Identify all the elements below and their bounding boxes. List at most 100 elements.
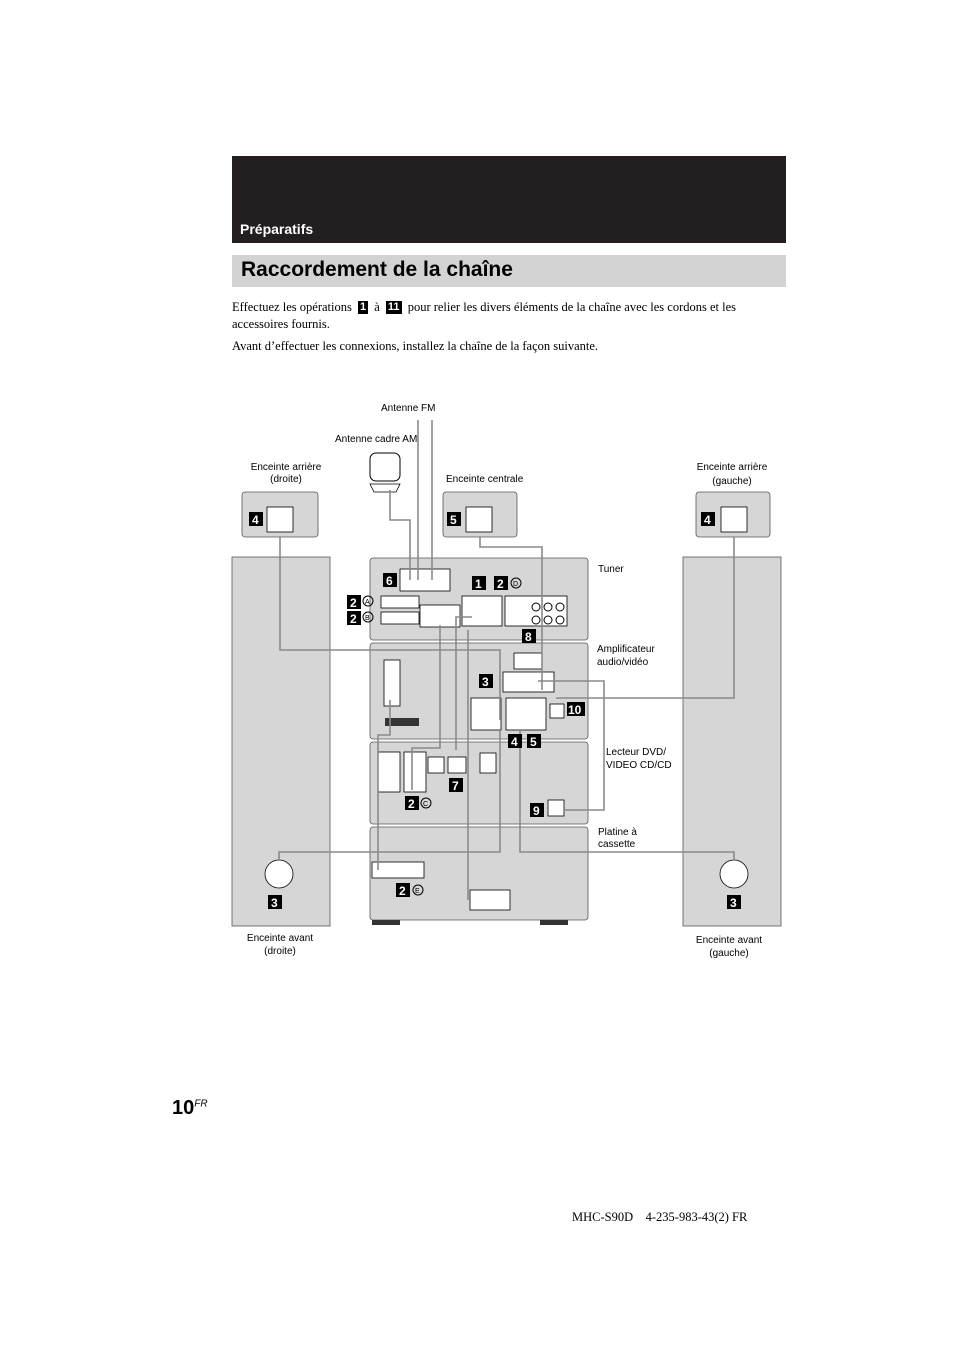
step-badge-3-front-right: 3 [268, 895, 282, 910]
footer-code: MHC-S90D 4-235-983-43(2) FR [572, 1210, 748, 1224]
front-right-cable [278, 730, 501, 860]
label-front-right-2: (droite) [264, 946, 296, 957]
rear-right-cable [279, 537, 501, 720]
rear-left-terminal [720, 506, 748, 533]
svg-text:4: 4 [511, 735, 518, 749]
step-badge-3-front-left: 3 [727, 895, 741, 910]
intro-paragraph: Effectuez les opérations 1 à 11 pour rel… [232, 299, 786, 333]
label-amp-1: Amplificateur [597, 644, 655, 655]
center-terminal [465, 506, 493, 533]
step-badge-8: 8 [522, 629, 536, 644]
dvd-link-cable [455, 616, 472, 750]
label-dvd-2: VIDEO CD/CD [606, 760, 672, 771]
am-antenna-cable [389, 490, 411, 580]
page-number: 10FR [172, 1097, 208, 1120]
dvd-jack-2 [447, 756, 467, 774]
dvd-socket-2 [403, 751, 427, 793]
jack-icon [543, 615, 553, 625]
amp-socket [383, 659, 401, 707]
circle-label-e: E [412, 884, 424, 896]
label-rear-right-1: Enceinte arrière [251, 462, 322, 473]
svg-text:2: 2 [350, 612, 357, 626]
cassette-socket [371, 861, 425, 879]
svg-text:2: 2 [497, 577, 504, 591]
step-badge-4-amp: 4 [508, 734, 522, 749]
svg-text:2: 2 [399, 884, 406, 898]
page-number-value: 10 [172, 1097, 195, 1119]
title-bar [232, 255, 786, 287]
intro-text-2: à [374, 300, 380, 314]
jack-icon [531, 602, 541, 612]
center-cable [479, 537, 543, 690]
svg-text:7: 7 [452, 779, 459, 793]
step-badge-2-e: 2 [396, 883, 410, 898]
label-antenne-fm: Antenne FM [381, 403, 435, 414]
setup-paragraph: Avant d’effectuer les connexions, instal… [232, 339, 599, 353]
label-rear-left-1: Enceinte arrière [697, 462, 768, 473]
svg-text:2: 2 [408, 797, 415, 811]
svg-text:A: A [365, 599, 370, 606]
label-rear-right-2: (droite) [270, 474, 302, 485]
label-front-left-1: Enceinte avant [696, 935, 762, 946]
jack-icon [555, 615, 565, 625]
circle-label-d: D [510, 577, 522, 589]
step-badge-2-d: 2 [494, 576, 508, 591]
svg-text:9: 9 [533, 804, 540, 818]
svg-text:B: B [365, 615, 370, 622]
step-badge-5-center: 5 [447, 512, 461, 527]
cassette-port [469, 889, 511, 911]
tuner-connector [419, 604, 461, 628]
section-label: Préparatifs [240, 221, 314, 237]
label-front-left-2: (gauche) [709, 948, 748, 959]
antenna-terminals [399, 568, 451, 592]
label-center: Enceinte centrale [446, 474, 524, 485]
label-antenne-am: Antenne cadre AM [335, 434, 417, 445]
svg-text:2: 2 [350, 596, 357, 610]
label-cassette-1: Platine à [598, 827, 637, 838]
tuner-port-block [461, 595, 503, 627]
dvd-jack-1 [427, 756, 445, 774]
amp-connector [385, 718, 419, 726]
label-cassette-2: cassette [598, 839, 636, 850]
socket-b [380, 611, 420, 625]
header-band [232, 156, 786, 243]
circle-label-b: B [362, 611, 374, 623]
svg-text:4: 4 [704, 513, 711, 527]
label-amp-2: audio/vidéo [597, 657, 649, 668]
amp-label-plate [502, 671, 555, 693]
dvd-ac-socket [547, 799, 565, 817]
step-badge-2-a: 2 [347, 595, 361, 610]
amp-port-8 [513, 652, 543, 670]
label-tuner: Tuner [598, 564, 624, 575]
dvd-socket-1 [377, 751, 401, 793]
front-speaker-terminals [470, 697, 502, 731]
svg-text:E: E [415, 888, 420, 895]
system-cable-c [411, 625, 441, 790]
intro-text-1: Effectuez les opérations [232, 300, 352, 314]
step-badge-6: 6 [383, 573, 397, 588]
system-cable-e [377, 700, 391, 870]
step-first-badge: 1 [357, 301, 369, 314]
svg-text:1: 1 [475, 577, 482, 591]
svg-text:6: 6 [386, 574, 393, 588]
front-left-terminal [719, 859, 749, 889]
jack-icon [555, 602, 565, 612]
step-badge-10: 10 [567, 702, 585, 717]
svg-text:C: C [423, 801, 428, 808]
step-badge-4-rear-left: 4 [701, 512, 715, 527]
front-left-cable [519, 730, 735, 860]
intro-text-3: pour relier les divers éléments de la ch… [232, 300, 737, 331]
am-antenna-base [369, 483, 401, 493]
svg-text:5: 5 [530, 735, 537, 749]
svg-text:10: 10 [568, 703, 582, 717]
page-number-suffix: FR [194, 1098, 208, 1110]
page-title: Raccordement de la chaîne [241, 258, 513, 281]
stack-foot-right [540, 920, 568, 925]
svg-text:8: 8 [525, 630, 532, 644]
label-front-right-1: Enceinte avant [247, 933, 313, 944]
step-badge-2-c: 2 [405, 796, 419, 811]
label-rear-left-2: (gauche) [712, 476, 751, 487]
stack-foot-left [372, 920, 400, 925]
jack-icon [543, 602, 553, 612]
